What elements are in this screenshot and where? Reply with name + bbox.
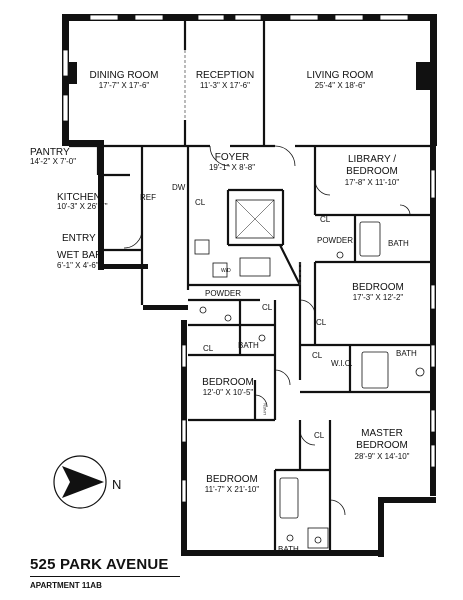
windows xyxy=(62,14,436,503)
reception-label: RECEPTION xyxy=(196,70,254,81)
north-letter: N xyxy=(112,477,121,492)
wet-bar-dim: 6'-1" X 4'-6" xyxy=(57,261,99,270)
library-label-2: BEDROOM xyxy=(346,166,398,177)
footer: 525 PARK AVENUE APARTMENT 11AB xyxy=(30,556,180,590)
bedroom-mid-label: BEDROOM xyxy=(202,377,254,388)
closet-label-bedroom-east: CL xyxy=(316,318,327,327)
master-label-2: BEDROOM xyxy=(356,440,408,451)
address-title: 525 PARK AVENUE xyxy=(30,556,169,573)
wd-label: W/D xyxy=(221,268,231,274)
closet-label-powder: CL xyxy=(262,303,273,312)
closet-label-foyer: CL xyxy=(195,198,206,207)
living-room-label: LIVING ROOM xyxy=(307,70,374,81)
dining-room-label: DINING ROOM xyxy=(90,70,159,81)
footer-rule xyxy=(30,576,180,577)
door-swings xyxy=(123,145,411,516)
small-labels: DW REF CL CL POWDER BATH W/D POWDER CL C… xyxy=(140,183,417,554)
north-arrow-icon xyxy=(62,466,104,498)
closet-label-master: CL xyxy=(314,431,325,440)
fireplaces xyxy=(69,62,430,90)
kitchen-label: KITCHEN xyxy=(57,192,101,203)
bedroom-south-dim: 11'-7" X 21'-10" xyxy=(205,485,260,494)
master-dim: 28'-9" X 14'-10" xyxy=(355,452,410,461)
bedroom-south-label: BEDROOM xyxy=(206,474,258,485)
kitchen-dim: 10'-3" X 26'-7" xyxy=(57,202,108,211)
closet-label-library: CL xyxy=(320,215,331,224)
dashed-openings xyxy=(184,50,301,285)
foyer-dim: 19'-1" X 8'-8" xyxy=(209,163,255,172)
powder-label-east: POWDER xyxy=(317,236,353,245)
powder-label-west: POWDER xyxy=(205,289,241,298)
pantry-label: PANTRY xyxy=(30,147,70,158)
pantry-dim: 14'-2" X 7'-0" xyxy=(30,157,76,166)
reception-dim: 11'-3" X 17'-6" xyxy=(200,81,250,90)
living-room-dim: 25'-4" X 18'-6" xyxy=(315,81,366,90)
ref-label: REF xyxy=(140,193,156,202)
foyer-label: FOYER xyxy=(215,152,249,163)
bath-label-east: BATH xyxy=(396,349,417,358)
bath-label-south: BATH xyxy=(278,545,299,554)
bedroom-east-dim: 17'-3" X 12'-2" xyxy=(353,293,404,302)
apartment-label: APARTMENT 11AB xyxy=(30,581,102,590)
closet-label-bath-west: CL xyxy=(203,344,214,353)
linen-label: LINEN xyxy=(262,403,267,415)
bedroom-mid-dim: 12'-0" X 10'-5" xyxy=(203,388,254,397)
master-label-1: MASTER xyxy=(361,428,403,439)
bedroom-east-label: BEDROOM xyxy=(352,282,404,293)
bath-label-library: BATH xyxy=(388,239,409,248)
room-labels: DINING ROOM 17'-7" X 17'-6" RECEPTION 11… xyxy=(30,70,410,494)
dw-label: DW xyxy=(172,183,186,192)
north-compass: N xyxy=(53,455,121,509)
bath-fixtures xyxy=(194,199,425,549)
bath-label-west: BATH xyxy=(238,341,259,350)
wet-bar-label: WET BAR xyxy=(57,250,102,261)
library-label-1: LIBRARY / xyxy=(348,154,396,165)
closet-label-corridor: CL xyxy=(312,351,323,360)
library-dim: 17'-8" X 11'-10" xyxy=(345,178,400,187)
wic-label: W.I.C. xyxy=(331,359,353,368)
dining-room-dim: 17'-7" X 17'-6" xyxy=(99,81,150,90)
entry-label: ENTRY xyxy=(62,233,96,244)
